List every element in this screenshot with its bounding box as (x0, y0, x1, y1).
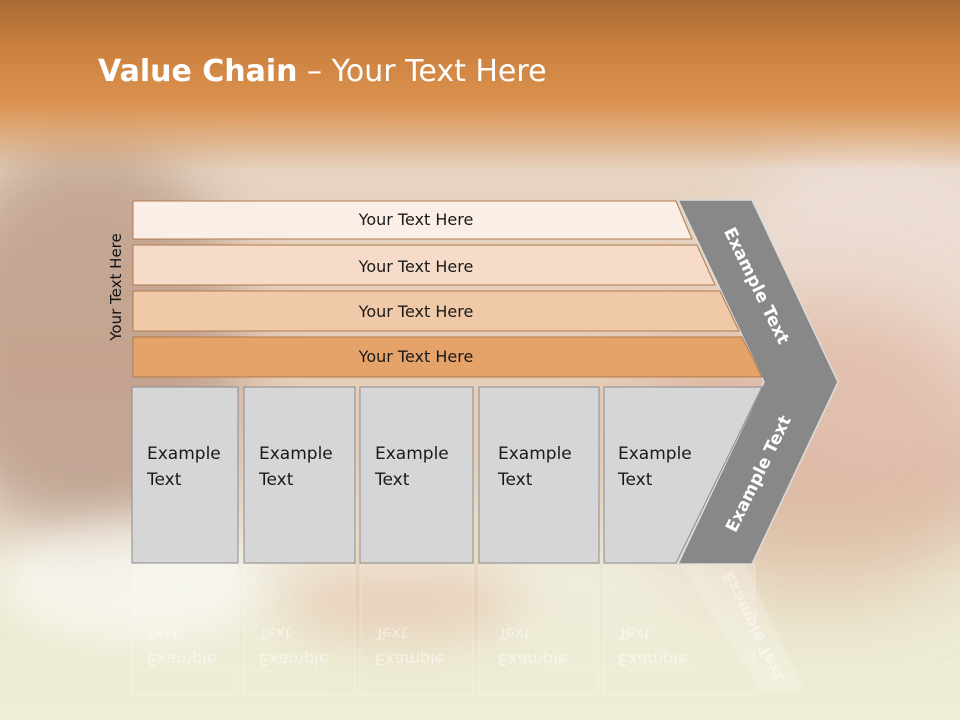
title-rest: – Your Text Here (297, 54, 547, 89)
bar-4-label: Your Text Here (358, 347, 474, 366)
bar-2 (132, 244, 716, 286)
box-5-line-1: Example (618, 444, 692, 464)
reflection-text: Text (617, 624, 650, 643)
box-5-line-2: Text (617, 470, 653, 490)
reflection-text: Text (374, 624, 407, 643)
box-3-line-2: Text (374, 470, 410, 490)
bar-2-label: Your Text Here (358, 257, 474, 276)
box-4-line-2: Text (497, 470, 533, 490)
bar-1-label: Your Text Here (358, 210, 474, 229)
box-3-line-1: Example (375, 444, 449, 464)
reflection-text: Example (618, 650, 687, 669)
bar-1 (132, 200, 693, 240)
chevron-arrow (676, 199, 839, 565)
box-4-line-1: Example (498, 444, 572, 464)
reflection: Example Text Example Text Example Text E… (131, 564, 805, 696)
reflection-text: Example (147, 650, 216, 669)
reflection-text: Text (497, 624, 530, 643)
bar-3-label: Your Text Here (358, 302, 474, 321)
bar-3 (132, 290, 740, 332)
bar-4 (132, 336, 763, 378)
box-2 (243, 386, 356, 564)
reflection-text: Example (375, 650, 444, 669)
reflection-text: Example (259, 650, 328, 669)
box-1 (131, 386, 239, 564)
box-1-line-2: Text (146, 470, 182, 490)
box-3 (359, 386, 474, 564)
box-1-line-1: Example (147, 444, 221, 464)
page-title: Value Chain – Your Text Here (98, 54, 547, 89)
reflection-text: Text (258, 624, 291, 643)
title-bold: Value Chain (98, 54, 298, 89)
reflection-text: Example (498, 650, 567, 669)
box-2-line-1: Example (259, 444, 333, 464)
box-4 (478, 386, 600, 564)
box-2-line-2: Text (258, 470, 294, 490)
box-5 (603, 386, 763, 564)
reflection-text: Text (146, 624, 179, 643)
header-band (0, 0, 960, 170)
